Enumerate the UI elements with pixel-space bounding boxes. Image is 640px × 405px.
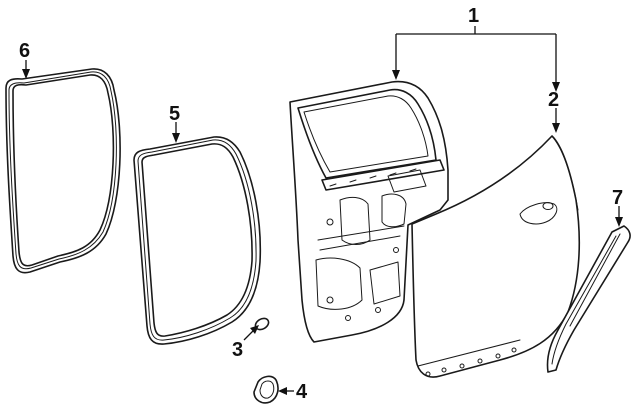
callout-7: 7 (612, 187, 623, 209)
callout-5: 5 (169, 103, 180, 125)
part-5-weatherstrip (133, 136, 262, 345)
callout-6: 6 (19, 40, 30, 62)
part-6-weatherstrip (5, 68, 121, 274)
part-7-trim-strip (546, 225, 631, 373)
callout-1: 1 (468, 5, 479, 27)
part-1-door-shell (289, 80, 449, 343)
callout-4: 4 (296, 381, 308, 403)
leader-lines (22, 26, 623, 395)
part-4-cap (253, 375, 279, 404)
callout-2: 2 (548, 89, 559, 111)
callout-3: 3 (232, 339, 243, 361)
